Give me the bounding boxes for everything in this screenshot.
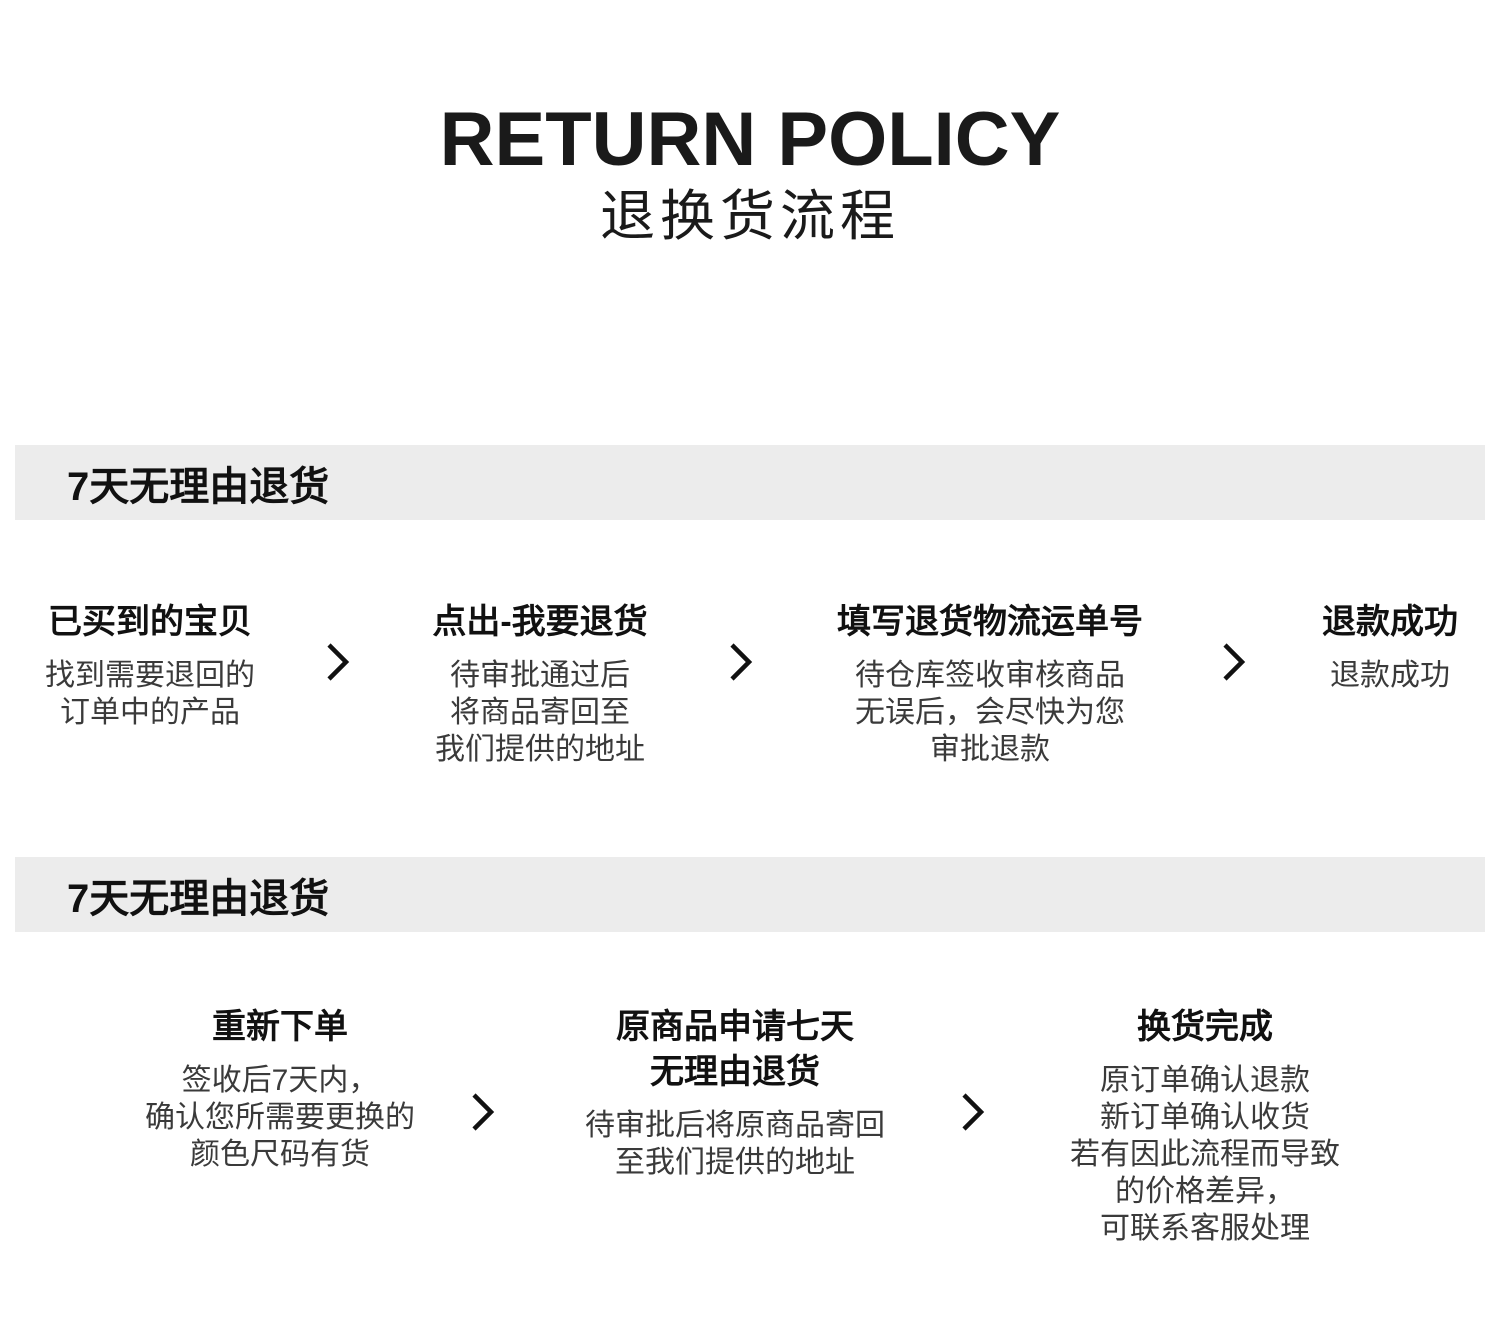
step-title: 换货完成 <box>1137 1008 1273 1046</box>
step-description: 待审批后将原商品寄回 至我们提供的地址 <box>585 1109 885 1179</box>
step-description: 原订单确认退款 新订单确认收货 若有因此流程而导致 的价格差异， 可联系客服处理 <box>1070 1064 1340 1245</box>
chevron-right-icon <box>1221 642 1247 682</box>
step-description: 退款成功 <box>1330 659 1450 692</box>
step-title: 退款成功 <box>1322 603 1458 641</box>
chevron-right-icon <box>960 1092 986 1132</box>
flow-step: 换货完成 原订单确认退款 新订单确认收货 若有因此流程而导致 的价格差异， 可联… <box>1020 1005 1390 1247</box>
section-banner-returns: 7天无理由退货 <box>15 445 1485 520</box>
flow-step: 重新下单 签收后7天内， 确认您所需要更换的 颜色尺码有货 <box>120 1005 440 1173</box>
step-title: 已买到的宝贝 <box>48 603 252 641</box>
page-title: RETURN POLICY <box>439 97 1061 182</box>
page-subtitle: 退换货流程 <box>599 185 900 247</box>
step-title: 点出-我要退货 <box>432 603 648 641</box>
step-title: 重新下单 <box>212 1008 348 1046</box>
chevron-right-icon <box>728 642 754 682</box>
step-title: 填写退货物流运单号 <box>837 603 1143 641</box>
step-title: 原商品申请七天 无理由退货 <box>616 1008 854 1091</box>
flow-step: 退款成功 退款成功 <box>1285 600 1495 694</box>
step-description: 待审批通过后 将商品寄回至 我们提供的地址 <box>435 659 645 766</box>
step-description: 签收后7天内， 确认您所需要更换的 颜色尺码有货 <box>145 1064 415 1171</box>
flow-step: 原商品申请七天 无理由退货 待审批后将原商品寄回 至我们提供的地址 <box>555 1005 915 1181</box>
flow-step: 点出-我要退货 待审批通过后 将商品寄回至 我们提供的地址 <box>385 600 695 768</box>
step-description: 待仓库签收审核商品 无误后，会尽快为您 审批退款 <box>855 659 1125 766</box>
chevron-right-icon <box>325 642 351 682</box>
step-description: 找到需要退回的 订单中的产品 <box>45 659 255 729</box>
flow-step: 已买到的宝贝 找到需要退回的 订单中的产品 <box>0 600 300 731</box>
flow-step: 填写退货物流运单号 待仓库签收审核商品 无误后，会尽快为您 审批退款 <box>800 600 1180 768</box>
section-banner-label: 7天无理由退货 <box>67 876 330 921</box>
chevron-right-icon <box>470 1092 496 1132</box>
section-banner-label: 7天无理由退货 <box>67 464 330 509</box>
section-banner-exchange: 7天无理由退货 <box>15 857 1485 932</box>
